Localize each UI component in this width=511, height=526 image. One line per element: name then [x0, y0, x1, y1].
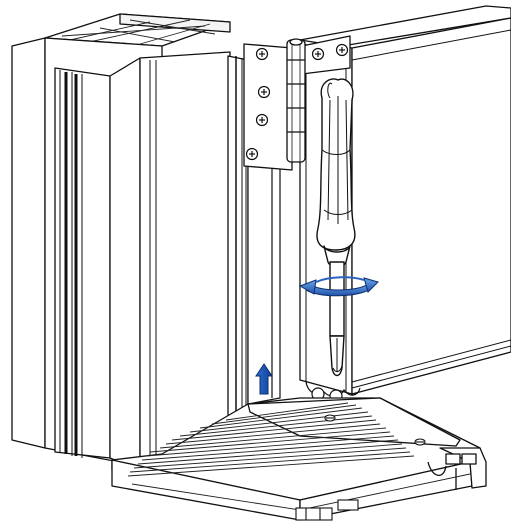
door-frame-jamb — [11, 13, 249, 471]
sill-base — [295, 499, 359, 521]
up-arrow — [255, 363, 273, 395]
jamb-grooves — [59, 56, 247, 470]
rotation-arrow — [298, 276, 379, 297]
hinge — [243, 35, 351, 171]
adjustment-screws — [324, 414, 426, 446]
hinge-screws — [245, 43, 349, 161]
screwdriver — [316, 78, 356, 377]
sill-ribs — [127, 402, 471, 511]
